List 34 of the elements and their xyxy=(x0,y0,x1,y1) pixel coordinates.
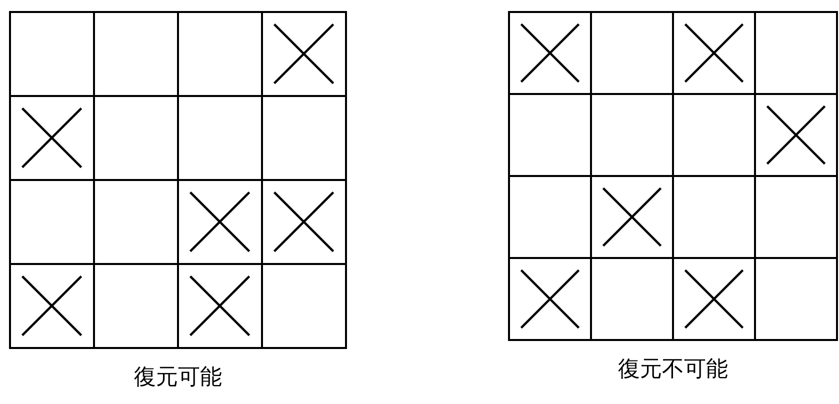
grid-cell xyxy=(95,97,177,179)
grid-cell xyxy=(179,13,261,95)
grid-cell xyxy=(592,259,672,339)
grid-cell xyxy=(510,177,590,257)
grid-cell xyxy=(674,177,754,257)
grid-caption: 復元不可能 xyxy=(618,356,728,384)
grid-cell xyxy=(179,181,261,263)
grid-cell xyxy=(592,95,672,175)
grid-cell xyxy=(11,97,93,179)
grid-cell xyxy=(592,177,672,257)
grid-cell xyxy=(263,13,345,95)
grid-cell xyxy=(11,13,93,95)
grid-cell xyxy=(11,265,93,347)
grid-cell xyxy=(179,97,261,179)
grid-cell xyxy=(510,13,590,93)
grid-cell xyxy=(592,13,672,93)
grid-cell xyxy=(756,177,836,257)
grid-caption: 復元可能 xyxy=(134,364,222,392)
grid-cell xyxy=(95,13,177,95)
grid-cell xyxy=(263,181,345,263)
grid-cell xyxy=(95,265,177,347)
grid-cell xyxy=(263,265,345,347)
grid-cell xyxy=(179,265,261,347)
grid-cell xyxy=(674,13,754,93)
grid-cell xyxy=(756,13,836,93)
grid-cell xyxy=(95,181,177,263)
grid-cell xyxy=(756,95,836,175)
grid-cell xyxy=(11,181,93,263)
grid-cell xyxy=(510,95,590,175)
grid-cell xyxy=(674,95,754,175)
grid-cell xyxy=(510,259,590,339)
grid-cell xyxy=(674,259,754,339)
grid-cell xyxy=(756,259,836,339)
grid-cell xyxy=(263,97,345,179)
